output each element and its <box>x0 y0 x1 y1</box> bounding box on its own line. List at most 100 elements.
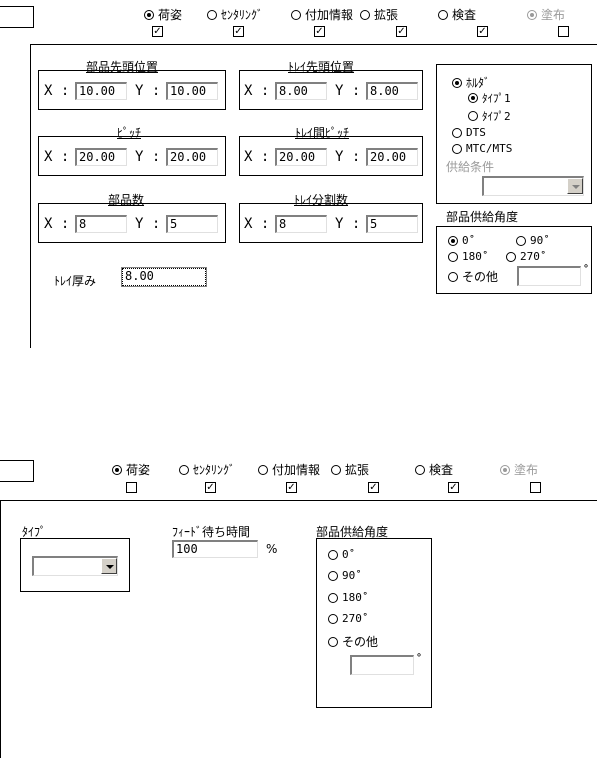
tray-thickness-input[interactable]: 8.00 <box>121 267 207 287</box>
tray-pitch-x-input[interactable]: 20.00 <box>275 148 327 166</box>
panel-2-frame <box>0 500 597 758</box>
radio-icon <box>207 9 217 20</box>
chevron-down-icon <box>101 558 117 574</box>
y-label: Y : <box>335 216 361 232</box>
tab-inspection[interactable]: 検査 <box>415 461 453 478</box>
radio-angle-180[interactable]: 180˚ <box>448 250 489 263</box>
tab-nisugata[interactable]: 荷姿 <box>112 461 150 478</box>
x-label: X : <box>244 83 270 99</box>
checkbox-additional-info[interactable]: ✓ <box>286 482 297 493</box>
radio-icon <box>438 9 448 20</box>
tray-head-pos-title: ﾄﾚｲ先頭位置 <box>288 60 355 74</box>
group-part-head-pos <box>38 70 226 110</box>
pitch-x-input[interactable]: 20.00 <box>75 148 127 166</box>
checkbox-coating[interactable] <box>558 26 569 37</box>
y-label: Y : <box>135 216 161 232</box>
radio-angle-180[interactable]: 180˚ <box>328 591 369 604</box>
group-tray-div <box>239 203 423 243</box>
x-label: X : <box>244 216 270 232</box>
radio-icon <box>506 251 516 262</box>
checkbox-centering[interactable]: ✓ <box>233 26 244 37</box>
checkbox-extension[interactable]: ✓ <box>396 26 407 37</box>
tray-thickness-label: ﾄﾚｲ厚み <box>54 274 97 288</box>
part-head-y-input[interactable]: 10.00 <box>166 82 218 100</box>
radio-icon <box>516 235 526 246</box>
radio-icon <box>328 549 338 560</box>
tab-extension[interactable]: 拡張 <box>331 461 369 478</box>
supply-condition-label: 供給条件 <box>446 160 495 174</box>
y-label: Y : <box>135 83 161 99</box>
feed-wait-input[interactable]: 100 <box>172 540 258 558</box>
tab-extension[interactable]: 拡張 <box>360 6 398 23</box>
tray-head-x-input[interactable]: 8.00 <box>275 82 327 100</box>
tab-additional-info[interactable]: 付加情報 <box>258 461 320 478</box>
tab-nisugata[interactable]: 荷姿 <box>144 6 182 23</box>
radio-icon <box>328 613 338 624</box>
checkbox-extension[interactable]: ✓ <box>368 482 379 493</box>
tray-head-y-input[interactable]: 8.00 <box>366 82 418 100</box>
group-type <box>20 538 130 592</box>
pitch-y-input[interactable]: 20.00 <box>166 148 218 166</box>
left-field-box[interactable] <box>0 6 34 28</box>
checkbox-nisugata[interactable]: ✓ <box>152 26 163 37</box>
radio-icon <box>291 9 301 20</box>
tray-pitch-y-input[interactable]: 20.00 <box>366 148 418 166</box>
radio-icon <box>468 111 478 121</box>
supply-angle-title: 部品供給角度 <box>444 208 521 225</box>
group-holder <box>436 64 592 204</box>
checkbox-inspection[interactable]: ✓ <box>477 26 488 37</box>
tray-pitch-title: ﾄﾚｲ間ﾋﾟｯﾁ <box>295 126 350 140</box>
y-label: Y : <box>135 149 161 165</box>
checkbox-centering[interactable]: ✓ <box>205 482 216 493</box>
radio-angle-0[interactable]: 0˚ <box>448 234 475 247</box>
part-count-title: 部品数 <box>108 193 145 207</box>
radio-angle-other[interactable]: その他 <box>328 633 378 650</box>
type-dropdown[interactable] <box>32 556 118 576</box>
checkbox-inspection[interactable]: ✓ <box>448 482 459 493</box>
tab-additional-info[interactable]: 付加情報 <box>291 6 353 23</box>
part-count-x-input[interactable]: 8 <box>75 215 127 233</box>
radio-icon <box>468 93 478 103</box>
supply-condition-dropdown[interactable] <box>482 176 584 196</box>
radio-icon <box>328 592 338 603</box>
type-label: ﾀｲﾌﾟ <box>22 525 47 539</box>
tab-inspection[interactable]: 検査 <box>438 6 476 23</box>
supply-angle-title: 部品供給角度 <box>316 525 389 539</box>
radio-dts[interactable]: DTS <box>452 126 486 139</box>
x-label: X : <box>44 149 70 165</box>
pitch-title: ﾋﾟｯﾁ <box>117 126 142 140</box>
feed-wait-label: ﾌｨｰﾄﾞ待ち時間 <box>172 525 251 539</box>
radio-type1[interactable]: ﾀｲﾌﾟ1 <box>468 90 511 106</box>
radio-mtc-mts[interactable]: MTC/MTS <box>452 142 512 155</box>
part-count-y-input[interactable]: 5 <box>166 215 218 233</box>
radio-type2[interactable]: ﾀｲﾌﾟ2 <box>468 108 511 124</box>
tray-div-y-input[interactable]: 5 <box>366 215 418 233</box>
tray-div-x-input[interactable]: 8 <box>275 215 327 233</box>
checkbox-additional-info[interactable]: ✓ <box>314 26 325 37</box>
left-field-box[interactable] <box>0 460 34 482</box>
checkbox-nisugata[interactable] <box>126 482 137 493</box>
checkbox-coating[interactable] <box>530 482 541 493</box>
tab-centering[interactable]: ｾﾝﾀﾘﾝｸﾞ <box>179 461 235 478</box>
tab-coating[interactable]: 塗布 <box>527 6 565 23</box>
radio-holder[interactable]: ﾎﾙﾀﾞ <box>452 74 490 91</box>
tray-div-title: ﾄﾚｲ分割数 <box>294 193 349 207</box>
degree-symbol: ˚ <box>583 264 589 278</box>
radio-angle-90[interactable]: 90˚ <box>328 569 362 582</box>
angle-other-input[interactable] <box>350 655 414 675</box>
radio-angle-90[interactable]: 90˚ <box>516 234 550 247</box>
radio-icon <box>527 9 537 20</box>
radio-angle-270[interactable]: 270˚ <box>328 612 369 625</box>
x-label: X : <box>244 149 270 165</box>
x-label: X : <box>44 216 70 232</box>
radio-icon <box>360 9 370 20</box>
angle-other-input[interactable] <box>517 266 581 286</box>
tab-centering[interactable]: ｾﾝﾀﾘﾝｸﾞ <box>207 6 263 23</box>
radio-angle-0[interactable]: 0˚ <box>328 548 355 561</box>
part-head-pos-title: 部品先頭位置 <box>86 60 159 74</box>
radio-icon <box>448 271 458 282</box>
tab-coating[interactable]: 塗布 <box>500 461 538 478</box>
radio-angle-270[interactable]: 270˚ <box>506 250 547 263</box>
part-head-x-input[interactable]: 10.00 <box>75 82 127 100</box>
radio-angle-other[interactable]: その他 <box>448 268 498 285</box>
